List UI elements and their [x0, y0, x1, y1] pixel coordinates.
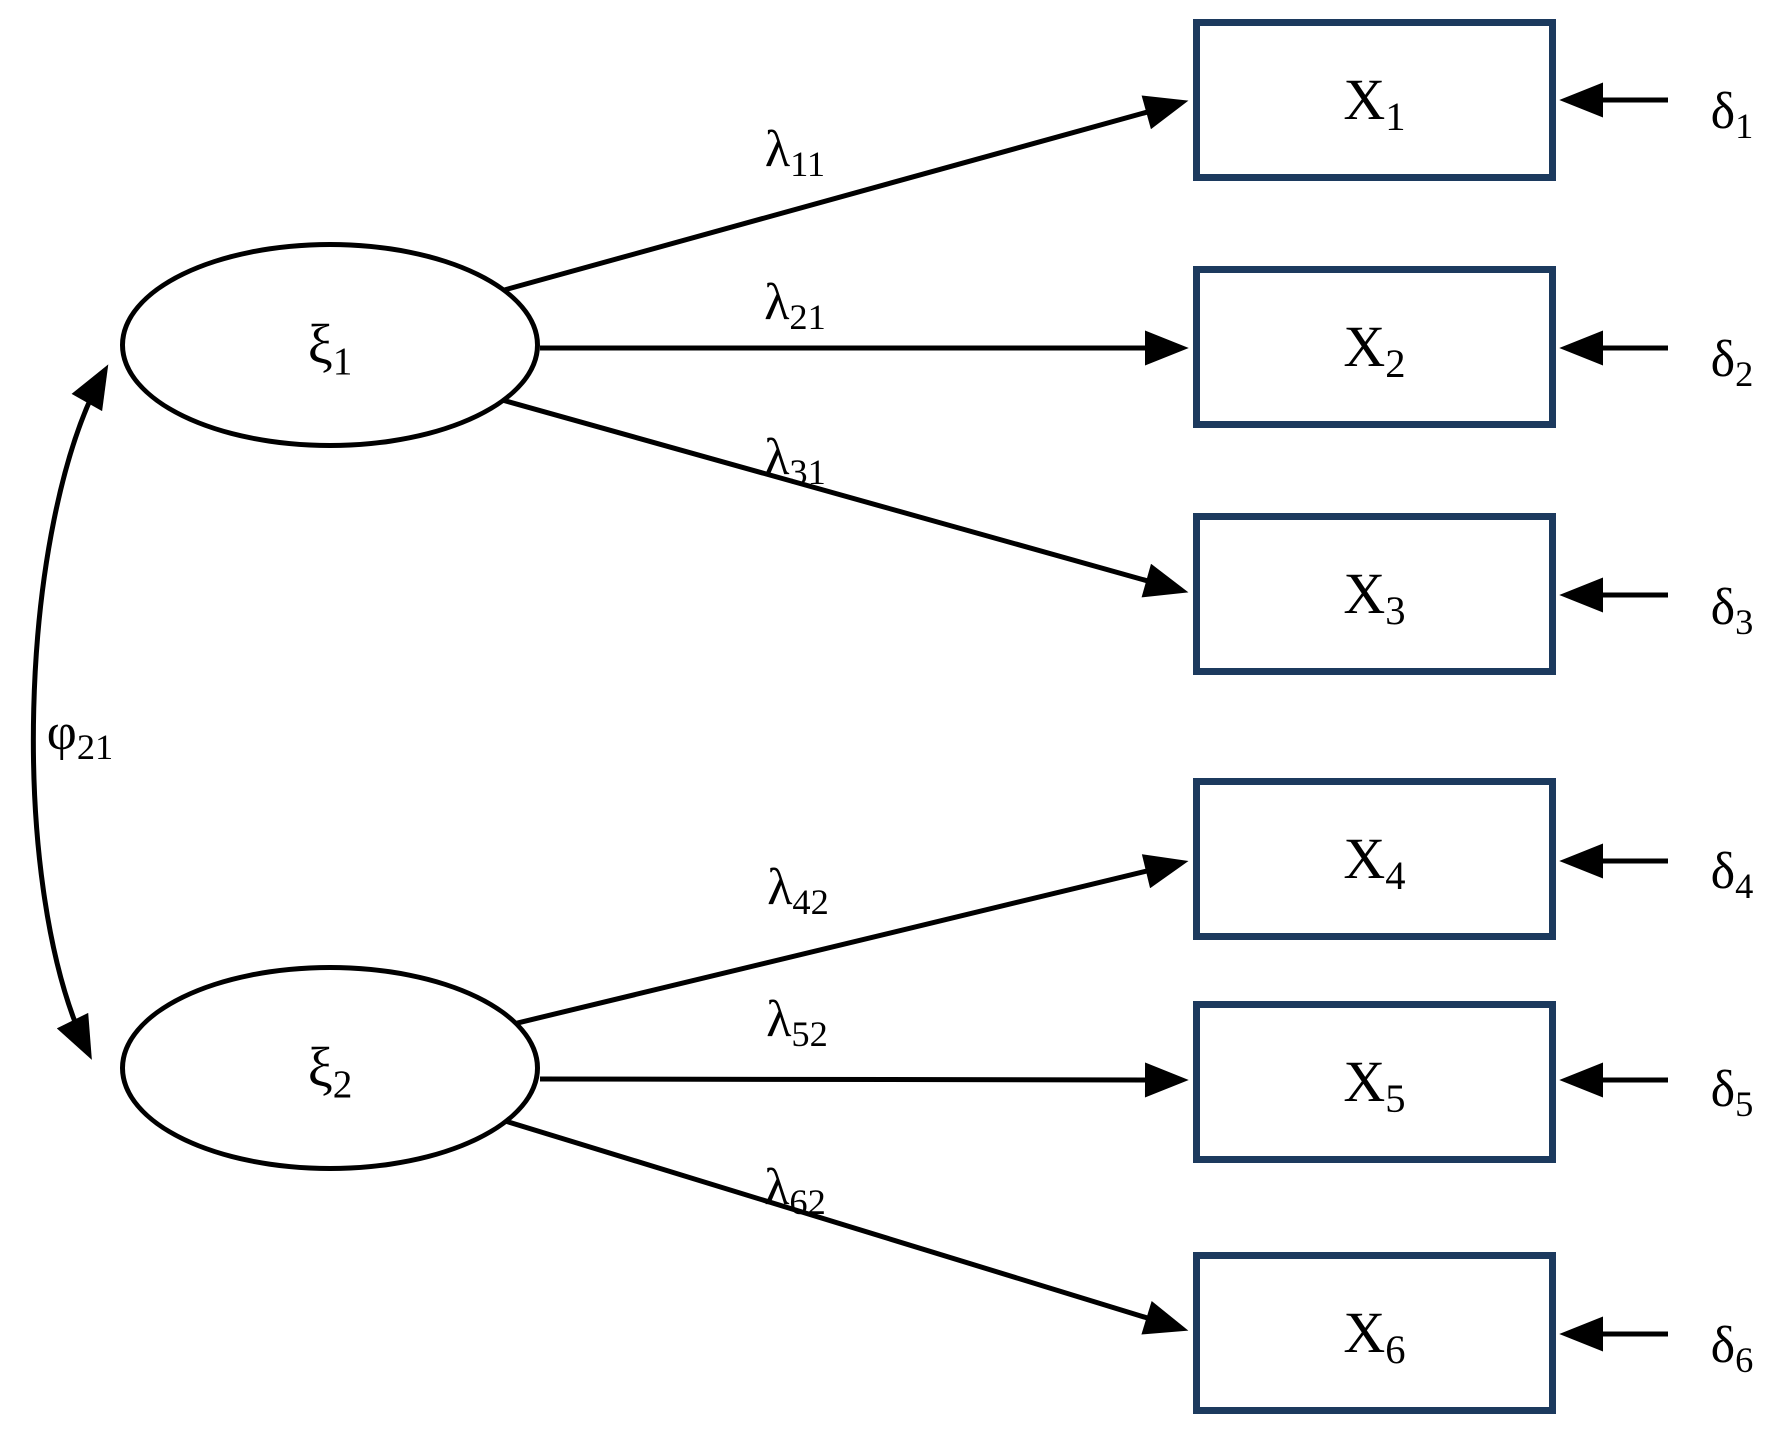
loading-label-62: λ62 — [764, 1159, 826, 1223]
observed-label-x3: X3 — [1343, 561, 1406, 634]
loading-label-52: λ52 — [766, 991, 828, 1055]
observed-label-x4: X4 — [1343, 826, 1406, 899]
latent-variable-xi2: ξ2 — [120, 965, 540, 1171]
observed-label-x2: X2 — [1343, 314, 1406, 387]
error-label-1: δ1 — [1710, 83, 1754, 147]
error-label-3: δ3 — [1710, 579, 1754, 643]
observed-variable-box-x1: X1 — [1193, 19, 1556, 181]
loading-label-21: λ21 — [764, 274, 826, 338]
covariance-label-21: φ21 — [46, 704, 114, 768]
observed-label-x5: X5 — [1343, 1049, 1406, 1122]
latent-label-xi1: ξ1 — [307, 314, 353, 383]
observed-variable-box-x5: X5 — [1193, 1001, 1556, 1163]
error-label-5: δ5 — [1710, 1061, 1754, 1125]
observed-variable-box-x3: X3 — [1193, 513, 1556, 675]
loading-label-31: λ31 — [764, 429, 826, 493]
error-label-4: δ4 — [1710, 843, 1754, 907]
loading-arrow-42 — [504, 854, 1189, 1029]
loading-label-42: λ42 — [767, 859, 829, 923]
loading-arrow-11 — [496, 95, 1189, 295]
loading-label-11: λ11 — [764, 121, 826, 185]
loading-arrow-52 — [539, 1062, 1189, 1098]
observed-variable-box-x4: X4 — [1193, 778, 1556, 940]
latent-label-xi2: ξ2 — [307, 1037, 353, 1106]
loading-arrow-31 — [494, 395, 1189, 598]
observed-variable-box-x6: X6 — [1193, 1252, 1556, 1414]
error-label-2: δ2 — [1710, 331, 1754, 395]
error-label-6: δ6 — [1710, 1317, 1754, 1381]
latent-variable-xi1: ξ1 — [120, 242, 540, 448]
covariance-arrow-21 — [30, 364, 109, 1060]
observed-variable-box-x2: X2 — [1193, 266, 1556, 428]
observed-label-x6: X6 — [1343, 1300, 1406, 1373]
loading-arrow-62 — [501, 1117, 1189, 1335]
observed-label-x1: X1 — [1343, 67, 1406, 140]
